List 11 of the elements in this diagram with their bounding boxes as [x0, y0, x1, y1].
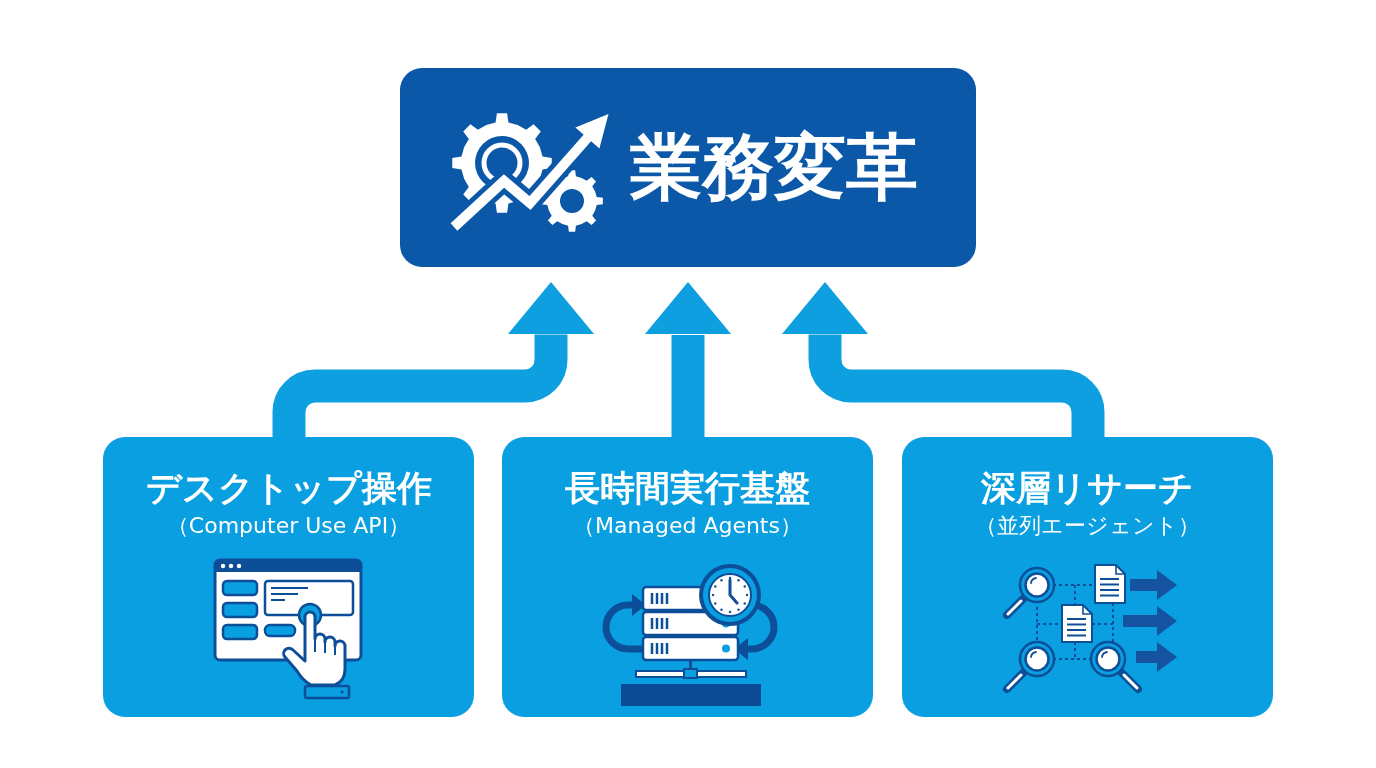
- goal-box: [400, 68, 976, 267]
- box-subtitle: （並列エージェント）: [975, 512, 1200, 540]
- box-title: デスクトップ操作: [145, 467, 432, 509]
- box-subtitle: （Managed Agents）: [573, 512, 802, 540]
- process-box: [103, 437, 474, 717]
- process-box: [502, 437, 873, 717]
- box-title: 深層リサーチ: [981, 467, 1194, 509]
- process-box: [902, 437, 1273, 717]
- box-subtitle: （Computer Use API）: [166, 512, 411, 540]
- box-title: 長時間実行基盤: [565, 467, 810, 509]
- box-title: 業務変革: [630, 126, 918, 209]
